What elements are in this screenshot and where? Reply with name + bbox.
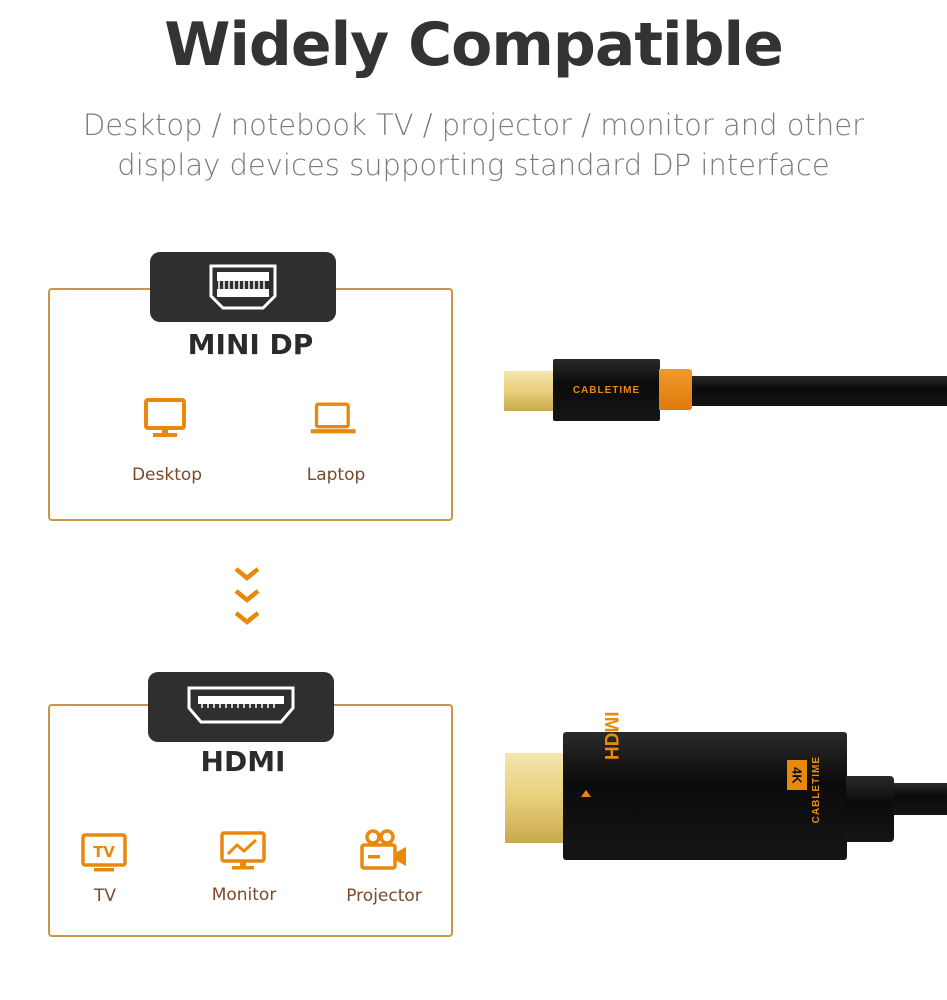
cable-wire (893, 783, 947, 815)
mini-dp-plug (504, 371, 554, 411)
hdmi-card (48, 704, 453, 937)
projector-label: Projector (346, 886, 422, 906)
hdmi-heading: HDMI (200, 745, 286, 778)
brand-logo-vertical: CABLETIME (811, 756, 822, 824)
brand-logo: CABLETIME (572, 384, 641, 396)
laptop-label: Laptop (306, 465, 366, 485)
mini-displayport-icon (209, 264, 277, 310)
subtitle-line-1: Desktop / notebook TV / projector / moni… (82, 108, 865, 142)
hdmi-logo: HDMI (600, 711, 621, 760)
hdmi-tab (148, 672, 334, 742)
hdmi-port-icon (187, 686, 295, 724)
mini-dp-tab (150, 252, 336, 322)
tv-icon: TV (81, 833, 127, 872)
svg-text:TV: TV (93, 843, 115, 861)
strain-relief (846, 776, 894, 842)
monitor-icon (220, 831, 266, 870)
4k-badge: 4K (787, 760, 807, 790)
page-title: Widely Compatible (164, 10, 784, 80)
desktop-label: Desktop (131, 465, 203, 485)
desktop-icon (144, 398, 186, 437)
mini-dp-housing: CABLETIME (553, 359, 660, 421)
chevron-down-icon (234, 567, 260, 625)
mini-dp-card (48, 288, 453, 521)
hdmi-plug (505, 753, 565, 843)
laptop-icon (310, 402, 356, 434)
mini-dp-heading: MINI DP (187, 328, 314, 361)
tv-label: TV (93, 886, 116, 906)
orange-collar (659, 369, 692, 410)
subtitle-line-2: display devices supporting standard DP i… (117, 148, 830, 182)
monitor-label: Monitor (211, 885, 277, 905)
arrow-icon (581, 790, 591, 797)
projector-icon (360, 829, 406, 870)
cable-wire (692, 376, 947, 406)
hdmi-housing: HDMI 4K CABLETIME (563, 711, 847, 860)
